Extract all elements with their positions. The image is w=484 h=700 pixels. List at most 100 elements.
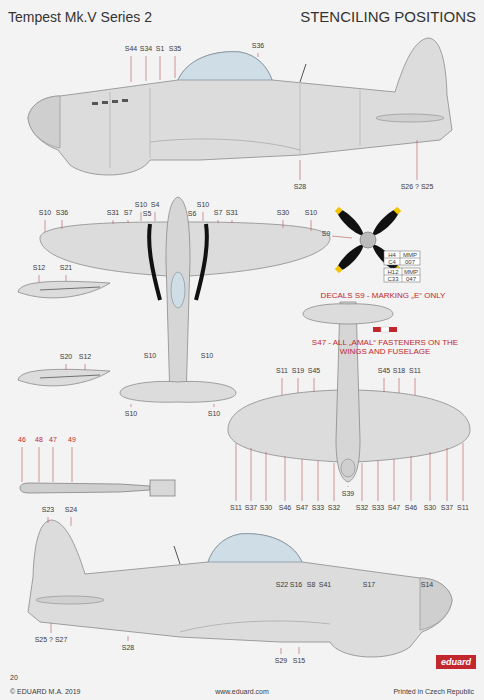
leader-line: [128, 636, 129, 641]
leader-line: [318, 461, 319, 501]
callout-number: S30: [424, 504, 436, 512]
callout-number: S10: [144, 352, 156, 360]
callout-number: S17: [363, 581, 375, 589]
leader-line: [251, 448, 252, 501]
note: S47 - ALL „AMAL“ FASTENERS ON THE WINGS …: [305, 338, 465, 356]
side-view-right: [28, 520, 452, 657]
callout-number: S4: [151, 201, 160, 209]
callout-number: S33: [372, 504, 384, 512]
leader-line: [39, 275, 40, 282]
callout-number: S1: [156, 45, 165, 53]
wing-root: [150, 139, 300, 150]
callout-number: S30: [260, 504, 272, 512]
leader-line: [311, 220, 312, 231]
subtitle: STENCILING POSITIONS: [300, 8, 476, 25]
callout-number: S37: [245, 504, 257, 512]
leader-line: [411, 456, 412, 501]
callout-number: S10: [39, 209, 51, 217]
callout-number: S33: [312, 504, 324, 512]
callout-number: S10: [201, 352, 213, 360]
callout-number: S44: [125, 45, 137, 53]
callout-number: S45: [378, 367, 390, 375]
tailplane: [376, 114, 444, 122]
plan-view-bottom: [228, 302, 470, 482]
leader-line: [113, 220, 114, 224]
callout-number: S39: [342, 490, 354, 498]
logo-box: [436, 655, 476, 669]
decal-code: 007: [405, 258, 415, 265]
leader-line: [299, 647, 300, 654]
decal-code: 047: [406, 275, 416, 282]
callout-number: S37: [441, 504, 453, 512]
callout-number: 49: [68, 436, 76, 444]
callout-number: S16: [290, 581, 302, 589]
leader-line: [302, 459, 303, 501]
callout-number: S36: [56, 209, 68, 217]
leader-line: [399, 378, 400, 393]
leader-line: [66, 364, 67, 370]
callout-number: S24: [65, 506, 77, 514]
leader-line: [417, 140, 418, 180]
callout-number: S10: [197, 201, 209, 209]
leader-line: [430, 452, 431, 501]
leader-line: [128, 220, 129, 223]
decal-code: MMP: [404, 268, 418, 275]
footer-text: © EDUARD M.A. 2019: [10, 688, 81, 696]
footer-text: eduard: [441, 657, 471, 667]
callout-number: S11: [276, 367, 288, 375]
callout-number: S45: [308, 367, 320, 375]
callout-number: S47: [388, 504, 400, 512]
callout-number: S20: [60, 353, 72, 361]
callout-number: S31: [226, 209, 238, 217]
callout-number: S12: [79, 353, 91, 361]
decal-code: MMP: [403, 251, 417, 258]
leader-line: [155, 212, 156, 221]
footer-text: Printed in Czech Republic: [393, 688, 474, 696]
leader-line: [378, 461, 379, 501]
leader-line: [214, 404, 215, 407]
leader-line: [415, 378, 416, 395]
leader-line: [258, 53, 259, 57]
leader-line: [384, 378, 385, 392]
callout-number: S46: [405, 504, 417, 512]
callout-number: S7: [124, 209, 133, 217]
leader-line: [348, 486, 349, 487]
leader-line: [160, 56, 161, 80]
leader-line: [266, 452, 267, 501]
callout-number: S32: [328, 504, 340, 512]
leader-line: [51, 623, 52, 633]
callout-number: S34: [140, 45, 152, 53]
callout-number: S28: [294, 183, 306, 191]
leader-line: [39, 447, 40, 482]
callout-number: S15: [293, 657, 305, 665]
leader-line: [71, 517, 72, 526]
callout-number: S36: [252, 42, 264, 50]
fin-views: [18, 281, 110, 386]
callout-number: S18: [393, 367, 405, 375]
callout-number: S41: [319, 581, 331, 589]
leader-line: [283, 220, 284, 228]
fuselage: [28, 38, 452, 175]
callout-number: 48: [35, 436, 43, 444]
callout-number: S35: [169, 45, 181, 53]
callout-number: S31: [107, 209, 119, 217]
callout-number: S25 ? S27: [35, 636, 68, 644]
leader-line: [22, 447, 23, 482]
exhausts: [92, 99, 128, 105]
callout-number: S5: [143, 210, 152, 218]
callout-number: S21: [60, 264, 72, 272]
leader-line: [53, 447, 54, 482]
decal-code: H12: [387, 268, 398, 275]
footer-text: www.eduard.com: [215, 688, 269, 696]
callout-number: S11: [409, 367, 421, 375]
callout-number: S9: [322, 230, 331, 238]
decal-code: H4: [388, 251, 396, 258]
callout-number: S10: [135, 201, 147, 209]
callout-number: S22: [276, 581, 288, 589]
leader-line: [45, 220, 46, 232]
side-view: [28, 38, 452, 175]
callout-number: S8: [307, 581, 316, 589]
callout-number: S10: [208, 410, 220, 418]
leader-line: [146, 56, 147, 81]
panel-lines: [110, 84, 360, 168]
